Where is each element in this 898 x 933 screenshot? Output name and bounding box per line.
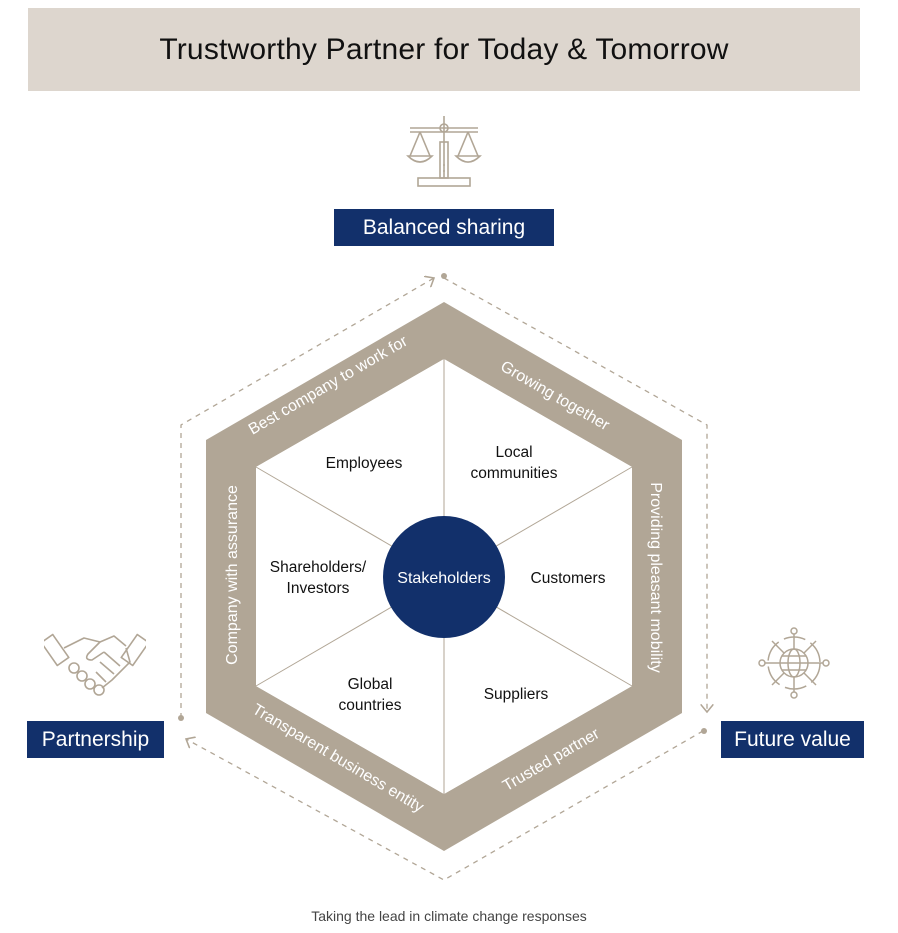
sector-global-countries-line1: Global [348, 676, 393, 693]
handshake-icon [40, 622, 150, 700]
sector-local-communities-line1: Local [495, 444, 532, 461]
ring-company-assurance: Company with assurance [224, 485, 241, 665]
ring-company-assurance-text: Company with assurance [224, 485, 241, 665]
ring-pleasant-mobility: Providing pleasant mobility [647, 482, 664, 672]
sector-shareholders-line2: Investors [287, 580, 350, 597]
stakeholders-circle [383, 516, 505, 638]
header-band: Trustworthy Partner for Today & Tomorrow [28, 8, 860, 91]
sector-global-countries-line2: countries [339, 697, 402, 714]
future-value-label: Future value [721, 721, 864, 758]
balanced-sharing-label: Balanced sharing [334, 209, 554, 246]
balance-scale-icon [404, 112, 484, 190]
sector-customers: Customers [531, 570, 606, 587]
partnership-label: Partnership [27, 721, 164, 758]
globe-network-icon [754, 625, 834, 701]
sector-employees: Employees [326, 455, 403, 472]
sector-shareholders-line1: Shareholders/ [270, 559, 367, 576]
dashed-cycle-arrows [180, 278, 707, 881]
sector-local-communities-line2: communities [471, 465, 558, 482]
cycle-node-dots [178, 273, 707, 734]
ring-pleasant-mobility-text: Providing pleasant mobility [647, 482, 664, 672]
sector-suppliers: Suppliers [484, 686, 549, 703]
footer-caption: Taking the lead in climate change respon… [311, 908, 587, 924]
page-title: Trustworthy Partner for Today & Tomorrow [159, 32, 729, 66]
stakeholders-label: Stakeholders [397, 570, 490, 587]
